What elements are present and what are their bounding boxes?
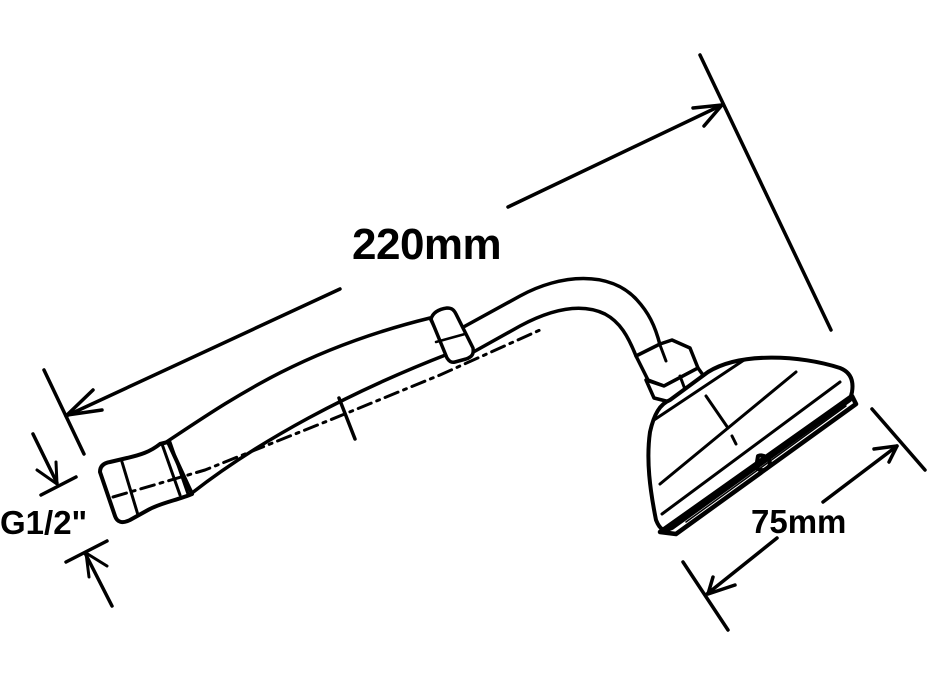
connector-ring-line-1 — [160, 442, 182, 497]
left-arrowhead-icon — [65, 388, 104, 417]
thread-lower-tick — [64, 539, 109, 564]
length-dimension-line-right — [506, 103, 724, 209]
connector-ring-line-2 — [168, 440, 190, 496]
hand-shower-body — [98, 276, 859, 537]
thread-upper-tick — [39, 475, 78, 497]
thread-dimension — [31, 432, 114, 608]
head-diameter-label: 75mm — [751, 503, 847, 540]
length-dimension — [42, 53, 833, 456]
left-extension-line — [42, 368, 86, 456]
thread-upper-arrowhead-icon — [35, 460, 59, 486]
head-center-mark — [704, 394, 730, 430]
head-center-mark-dot — [730, 434, 738, 446]
head-dimension — [681, 407, 927, 632]
right-arrowhead-icon — [691, 103, 724, 128]
centerline — [111, 328, 542, 499]
overall-length-label: 220mm — [352, 220, 502, 269]
connector-nut-line — [120, 460, 140, 517]
collar-ring-divider — [434, 332, 467, 344]
head-dimension-line-upper — [821, 444, 899, 504]
length-dimension-line-left — [64, 287, 342, 418]
thread-lower-leader — [83, 551, 114, 608]
handle-grip — [163, 316, 450, 495]
head-right-extension — [870, 407, 927, 472]
head-rib-1 — [652, 358, 746, 422]
head-lower-arrowhead-icon — [706, 575, 737, 596]
head-dimension-line-lower — [705, 536, 779, 596]
head-rib-3 — [660, 380, 842, 516]
collar-ring — [429, 306, 475, 364]
spray-plate-highlight — [685, 405, 847, 523]
neck-collar-upper-divider — [658, 343, 668, 363]
head-upper-arrowhead-icon — [872, 444, 899, 464]
handle-seam — [337, 396, 357, 441]
head-left-extension — [681, 560, 730, 632]
thread-connection-label: G1/2" — [0, 504, 88, 541]
thread-upper-leader — [31, 432, 59, 485]
right-extension-line — [698, 53, 833, 332]
spray-plate — [657, 393, 859, 537]
curved-neck — [456, 276, 662, 358]
spray-plate-nub — [754, 453, 772, 473]
